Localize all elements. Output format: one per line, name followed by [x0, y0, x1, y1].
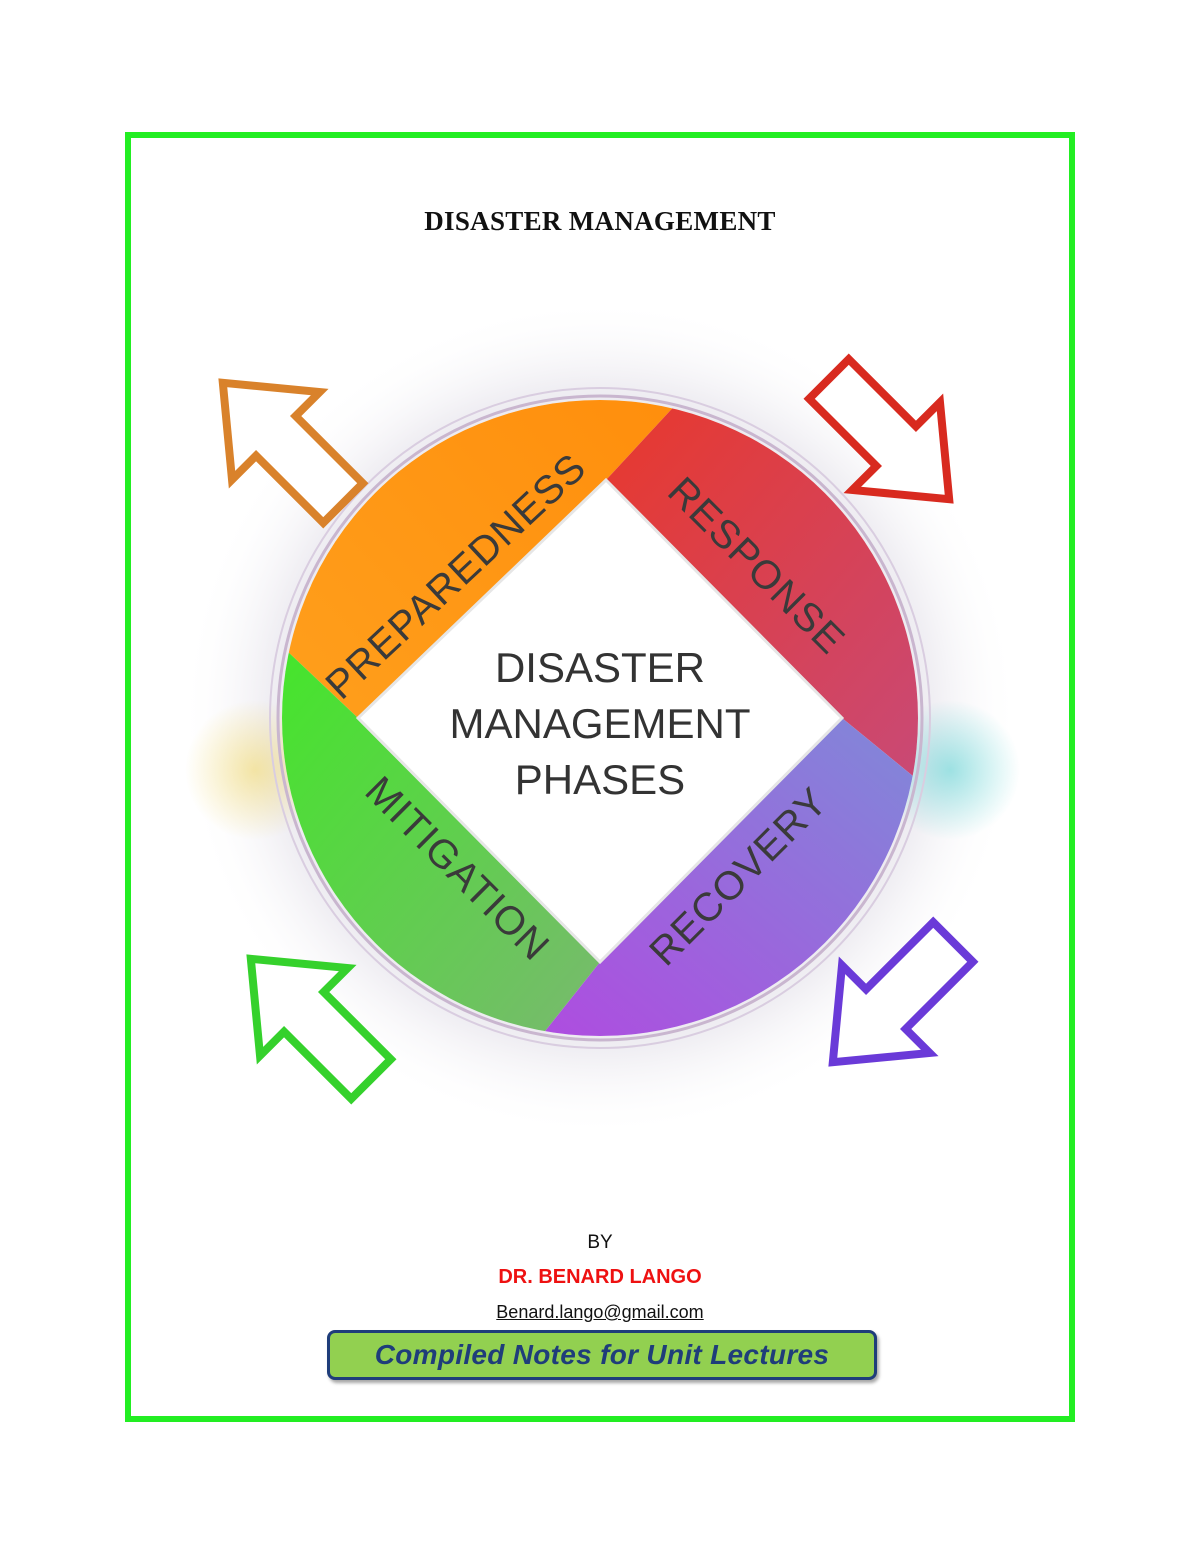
arrow-preparedness-icon: [218, 378, 369, 529]
document-title: DISASTER MANAGEMENT: [424, 206, 776, 236]
center-title-line-3: PHASES: [515, 756, 685, 803]
arrow-mitigation-icon: [246, 954, 397, 1105]
notes-banner-text: Compiled Notes for Unit Lectures: [374, 1339, 830, 1370]
author-name: DR. BENARD LANGO: [498, 1266, 702, 1288]
notes-banner: Compiled Notes for Unit Lectures: [327, 1330, 877, 1380]
center-title-line-2: MANAGEMENT: [449, 700, 750, 747]
author-email[interactable]: Benard.lango@gmail.com: [496, 1302, 704, 1322]
arrow-recovery-icon: [828, 916, 979, 1067]
center-diamond-edge: [355, 477, 845, 965]
outer-ring-2: [269, 387, 931, 1049]
disaster-management-diagram: PREPAREDNESS RESPONSE RECOVERY MITIGATIO…: [180, 298, 1020, 1138]
center-diamond: [358, 480, 842, 962]
byline: BY: [587, 1232, 613, 1253]
center-title-line-1: DISASTER: [495, 644, 705, 691]
arrow-response-icon: [803, 353, 954, 504]
outer-ring: [276, 394, 924, 1042]
